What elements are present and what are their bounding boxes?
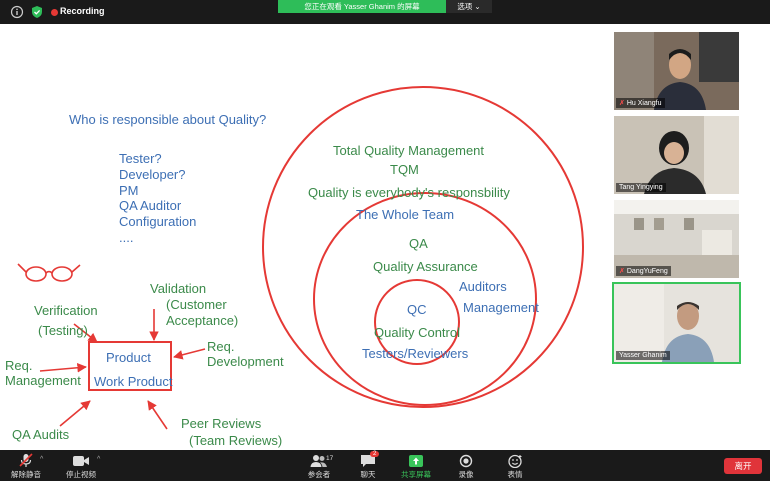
mic-muted-icon: ✗ [619,100,625,107]
microphone-muted-icon [19,453,33,467]
tqm-statement: Quality is everybody's responsbility [308,185,510,200]
inner-circle-qc [374,279,460,365]
video-feed [614,284,739,362]
testing-label: (Testing) [38,323,88,338]
arrow-req-development [173,348,206,360]
shield-check-icon[interactable] [30,5,44,19]
role-developer: Developer? [119,167,186,182]
reactions-button[interactable]: 表情 [495,453,535,480]
video-tile-hu-xiangfu[interactable]: ✗Hu Xiangfu [614,32,739,110]
participant-name: Tang Yingying [616,183,666,192]
video-options-chevron-icon[interactable]: ^ [97,456,101,463]
qa-audits-label: QA Audits [12,427,70,442]
recording-dot-icon [51,9,58,16]
audio-options-chevron-icon[interactable]: ^ [40,456,44,463]
customer-label: (Customer [166,297,227,312]
glasses-icon [17,263,81,282]
arrow-peer-reviews [147,400,168,430]
participants-icon [310,454,327,467]
qa-label: Quality Assurance [373,259,478,274]
share-options-button[interactable]: 选项 ⌄ [446,0,492,13]
arrow-verification [73,323,98,343]
qc-label: Quality Control [374,325,460,340]
whiteboard-drawing [17,86,584,430]
shared-whiteboard: Who is responsible about Quality? Tester… [0,24,610,450]
meeting-top-bar: Recording 您正在观看 Yasser Ghanim 的屏幕 选项 ⌄ [0,0,770,24]
stop-video-label: 停止视频 [66,470,96,479]
participants-label: 参会者 [307,470,331,479]
share-screen-button[interactable]: 共享屏幕 [396,453,436,480]
outer-circle-tqm [262,86,584,408]
share-screen-icon [409,454,423,467]
product-label: Product [106,350,151,365]
question-text: Who is responsible about Quality? [69,112,267,127]
share-screen-label: 共享屏幕 [401,470,431,479]
unmute-button[interactable]: 解除静音 [6,453,46,480]
role-configuration: Configuration [119,214,197,229]
verification-label: Verification [34,303,98,318]
work-product-label: Work Product [94,374,173,389]
product-box [88,341,172,391]
whole-team-label: The Whole Team [356,207,455,222]
auditors-label: Auditors [459,279,507,294]
chat-bubble-icon [361,454,375,467]
arrow-req-management [39,362,87,373]
tqm-abbr: TQM [390,162,419,177]
arrow-qa-audits [59,400,91,427]
role-tester: Tester? [119,151,162,166]
participant-name: ✗Hu Xiangfu [616,98,665,108]
record-button[interactable]: 录像 [446,453,486,480]
role-pm: PM [119,183,139,198]
reactions-label: 表情 [507,470,523,479]
participant-name: ✗DangYuFeng [616,266,671,276]
info-icon[interactable] [10,5,24,19]
video-feed [614,32,739,110]
video-camera-icon [73,455,89,466]
qa-abbr: QA [409,236,428,251]
chat-label: 聊天 [360,470,376,479]
middle-circle-qa [313,192,537,406]
participant-name: Yasser Ghanim [616,351,670,360]
req-development-label-2: Development [207,354,284,369]
record-label: 录像 [458,470,474,479]
role-qa-auditor: QA Auditor [119,198,182,213]
video-tile-tang-yingying[interactable]: Tang Yingying [614,116,739,194]
screen-share-banner: 您正在观看 Yasser Ghanim 的屏幕 [278,0,446,13]
participants-count: 17 [326,455,334,462]
leave-meeting-button[interactable]: 离开 [724,458,762,474]
record-icon [459,454,473,467]
recording-label: Recording [60,6,105,16]
meeting-toolbar: 解除静音 ^ 停止视频 ^ 17 参会者 2 聊天 共享屏幕 [0,450,770,481]
smiley-face-icon [507,454,522,468]
peer-reviews-label: Peer Reviews [181,416,262,431]
role-ellipsis: .... [119,230,134,245]
req-development-label-1: Req. [207,339,235,354]
chat-button[interactable]: 2 聊天 [348,451,388,480]
mic-muted-icon: ✗ [619,268,625,275]
video-feed [614,116,739,194]
req-management-label-1: Req. [5,358,33,373]
participant-gallery: ✗Hu Xiangfu Tang Yingying ✗DangYuFeng [610,24,770,450]
participants-button[interactable]: 17 参会者 [299,453,339,480]
video-tile-dangyufeng[interactable]: ✗DangYuFeng [614,200,739,278]
video-tile-yasser-ghanim[interactable]: Yasser Ghanim [612,282,741,364]
stop-video-button[interactable]: 停止视频 [61,453,101,480]
team-reviews-label: (Team Reviews) [189,433,283,448]
acceptance-label: Acceptance) [166,313,239,328]
qc-abbr: QC [407,302,427,317]
req-management-label-2: Management [5,373,81,388]
unmute-label: 解除静音 [11,470,41,479]
validation-label: Validation [150,281,207,296]
management-label: Management [463,300,539,315]
tqm-label: Total Quality Management [333,143,485,158]
chat-unread-badge: 2 [370,451,380,457]
testers-reviewers-label: Testers/Reviewers [362,346,469,361]
